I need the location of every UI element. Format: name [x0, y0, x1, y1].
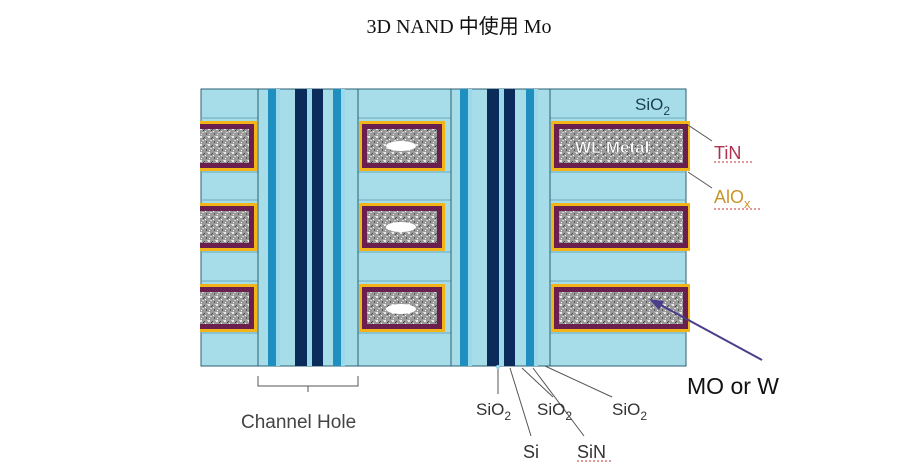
channel-hole-bracket — [257, 376, 359, 387]
channel-hole-2 — [450, 88, 551, 367]
label-mo-or-w: MO or W — [687, 373, 779, 399]
mo-arrow-head — [649, 299, 664, 310]
label-sio2-a: SiO2 — [476, 400, 511, 423]
mo-arrow-line — [656, 302, 763, 361]
tin-leader-line — [687, 124, 713, 142]
label-alox: AlOx — [714, 187, 751, 211]
label-sio2-b: SiO2 — [537, 400, 572, 423]
wordline-cells-right — [551, 121, 690, 332]
label-channel-hole: Channel Hole — [241, 412, 356, 433]
wordline-cells-middle — [359, 121, 445, 332]
channel-hole-1 — [257, 88, 359, 367]
bottom-leader-lines — [497, 365, 613, 437]
page-title: 3D NAND 中使用 Mo — [366, 16, 552, 38]
label-sio2-top: SiO2 — [635, 95, 670, 118]
leader-dot — [496, 365, 500, 369]
label-sin: SiN — [577, 442, 606, 462]
label-wl-metal: WL Metal — [575, 138, 649, 157]
label-sio2-c: SiO2 — [612, 400, 647, 423]
label-si: Si — [523, 442, 539, 462]
label-tin: TiN — [714, 143, 741, 163]
wordline-cells-left — [200, 121, 257, 332]
alox-leader-line — [687, 171, 713, 189]
